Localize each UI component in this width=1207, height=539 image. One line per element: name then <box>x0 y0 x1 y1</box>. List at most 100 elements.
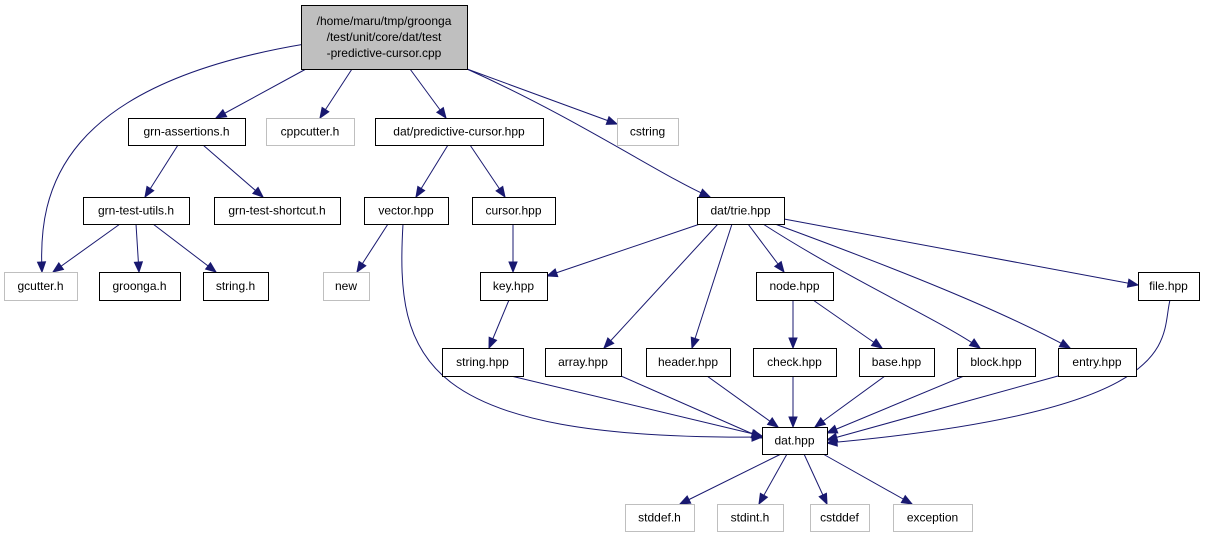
node-label: groonga.h <box>112 279 166 293</box>
node-box <box>859 348 935 377</box>
edge-line <box>466 68 711 198</box>
node-key[interactable]: key.hpp <box>480 272 548 301</box>
node-grn-test-shortcut[interactable]: grn-test-shortcut.h <box>214 197 341 225</box>
node-box <box>756 272 834 301</box>
edge-dat-to-cstddef <box>803 453 828 506</box>
edge-line <box>510 375 763 437</box>
arrowhead <box>825 424 839 434</box>
node-box <box>697 197 785 225</box>
edge-grn_assertions-to-grn_test_shortcut <box>202 144 265 198</box>
node-box <box>266 118 355 146</box>
edge-line <box>706 375 779 428</box>
edge-line <box>215 68 307 119</box>
node-box <box>442 348 524 377</box>
node-grn-assertions[interactable]: grn-assertions.h <box>128 118 246 146</box>
node-string-h[interactable]: string.h <box>203 272 269 301</box>
edge-dat_trie-to-block <box>762 223 982 349</box>
edge-line <box>401 223 763 438</box>
edge-line <box>679 453 782 505</box>
node-label: string.h <box>216 279 255 293</box>
node-cppcutter: cppcutter.h <box>266 118 355 146</box>
nodes-layer: /home/maru/tmp/groonga/test/unit/core/da… <box>4 5 1200 532</box>
node-base[interactable]: base.hpp <box>859 348 935 377</box>
arrowhead <box>251 186 265 198</box>
arrowhead <box>788 337 798 350</box>
arrowhead <box>750 429 764 439</box>
arrowhead <box>133 261 144 274</box>
arrowhead <box>605 115 619 125</box>
node-label: header.hpp <box>658 355 718 369</box>
arrowhead <box>495 185 506 199</box>
node-new: new <box>323 272 370 301</box>
edge-grn_test_utils-to-groonga <box>133 223 144 274</box>
node-label: dat.hpp <box>774 434 814 448</box>
node-array[interactable]: array.hpp <box>545 348 622 377</box>
edge-string_hpp-to-dat <box>510 375 764 439</box>
node-groonga[interactable]: groonga.h <box>99 272 181 301</box>
arrowhead <box>435 106 447 120</box>
node-grn-test-utils[interactable]: grn-test-utils.h <box>83 197 190 225</box>
arrowhead <box>773 260 785 274</box>
arrowhead <box>766 417 780 428</box>
node-label: check.hpp <box>767 355 822 369</box>
node-label: grn-test-shortcut.h <box>228 204 325 218</box>
node-box <box>4 272 78 301</box>
node-stdint: stdint.h <box>717 504 784 532</box>
edge-line <box>822 453 913 505</box>
arrowhead <box>508 261 518 274</box>
node-label: cursor.hpp <box>485 204 541 218</box>
arrowhead <box>204 261 218 273</box>
node-string-hpp[interactable]: string.hpp <box>442 348 524 377</box>
node-label: node.hpp <box>769 279 819 293</box>
arrowhead <box>545 268 559 278</box>
arrowhead <box>415 185 426 199</box>
node-dat[interactable]: dat.hpp <box>762 427 828 455</box>
node-label: /test/unit/core/dat/test <box>327 30 442 44</box>
edge-dat_trie-to-header <box>690 223 733 350</box>
node-header[interactable]: header.hpp <box>646 348 731 377</box>
edge-line <box>783 218 1139 286</box>
node-root[interactable]: /home/maru/tmp/groonga/test/unit/core/da… <box>301 5 468 70</box>
node-entry[interactable]: entry.hpp <box>1058 348 1137 377</box>
edge-dat_trie-to-array <box>603 223 719 349</box>
node-box <box>646 348 731 377</box>
node-box <box>99 272 181 301</box>
arrowhead <box>758 492 769 506</box>
arrowhead <box>1126 278 1140 288</box>
node-dat-predictive[interactable]: dat/predictive-cursor.hpp <box>375 118 544 146</box>
edges-layer <box>36 43 1171 506</box>
edge-dat_trie-to-node <box>747 223 785 274</box>
node-box <box>83 197 190 225</box>
edge-root-to-cppcutter <box>319 68 353 120</box>
arrowhead <box>788 416 798 429</box>
edge-line <box>826 375 1059 441</box>
node-exception: exception <box>893 504 973 532</box>
node-vector[interactable]: vector.hpp <box>364 197 449 225</box>
edge-line <box>774 223 1071 349</box>
edge-check-to-dat <box>788 376 798 429</box>
edge-entry-to-dat <box>825 375 1059 442</box>
node-box <box>323 272 370 301</box>
edge-root-to-gcutter <box>36 43 306 274</box>
node-node[interactable]: node.hpp <box>756 272 834 301</box>
node-check[interactable]: check.hpp <box>753 348 837 377</box>
node-box <box>214 197 341 225</box>
node-cursor[interactable]: cursor.hpp <box>472 197 556 225</box>
node-box <box>472 197 556 225</box>
node-file[interactable]: file.hpp <box>1138 272 1200 301</box>
edge-dat_predictive-to-cursor <box>469 144 506 199</box>
edge-line <box>762 223 981 349</box>
edge-header-to-dat <box>706 375 780 428</box>
node-box <box>810 504 870 532</box>
node-box <box>1138 272 1200 301</box>
node-label: cppcutter.h <box>281 125 340 139</box>
node-box <box>753 348 837 377</box>
edge-line <box>41 43 306 273</box>
node-dat-trie[interactable]: dat/trie.hpp <box>697 197 785 225</box>
edge-root-to-dat_predictive <box>409 68 447 120</box>
edge-vector-to-new <box>356 223 389 274</box>
edge-line <box>812 299 883 349</box>
node-block[interactable]: block.hpp <box>957 348 1036 377</box>
edge-grn_test_utils-to-string_h <box>152 223 218 273</box>
